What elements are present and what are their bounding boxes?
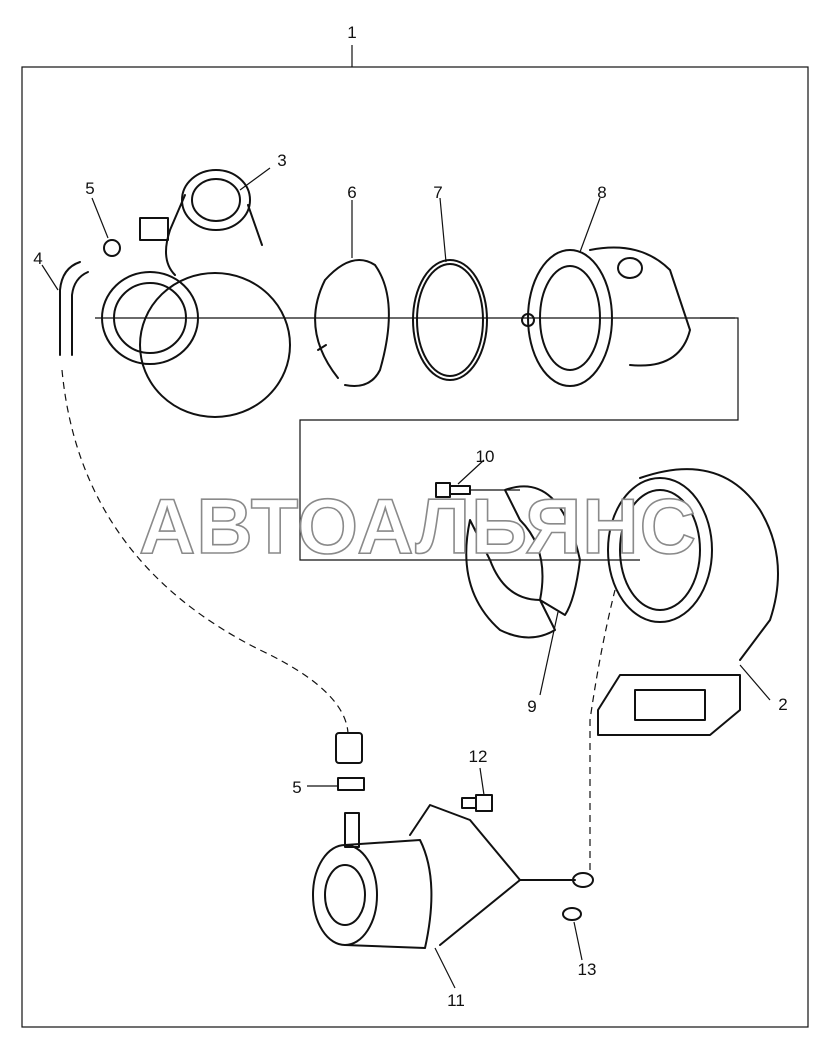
callout-8: 8 — [597, 183, 606, 202]
callout-9: 9 — [527, 697, 536, 716]
callout-5-lower: 5 — [292, 778, 301, 797]
callout-2: 2 — [778, 695, 787, 714]
snap-ring — [314, 259, 390, 387]
callout-3: 3 — [277, 151, 286, 170]
callout-1: 1 — [347, 23, 356, 42]
hose — [59, 261, 81, 356]
callout-10: 10 — [476, 447, 495, 466]
callout-5-upper: 5 — [85, 179, 94, 198]
turbine-housing — [597, 468, 779, 736]
watermark: АВТОАЛЬЯНС — [139, 482, 697, 570]
callout-11: 11 — [447, 991, 465, 1010]
compressor-housing — [101, 169, 291, 418]
heat-shield-plates — [465, 485, 581, 639]
o-ring — [412, 259, 488, 381]
hose-clamp-lower — [337, 777, 365, 791]
callout-6: 6 — [347, 183, 356, 202]
hose-clamp — [103, 239, 121, 257]
actuator-bolt — [461, 794, 493, 812]
callout-4: 4 — [33, 249, 42, 268]
hose-end — [335, 732, 363, 764]
assembly-frame — [21, 66, 809, 1028]
center-cartridge — [521, 246, 691, 387]
callout-12: 12 — [469, 747, 488, 766]
callout-13: 13 — [578, 960, 597, 979]
actuator-rod-route-line — [589, 589, 616, 870]
assembly-connector-line — [299, 317, 739, 561]
callout-7: 7 — [433, 183, 442, 202]
wastegate-actuator — [312, 804, 594, 949]
hose-route-line — [61, 369, 349, 734]
retaining-clip — [562, 907, 582, 921]
